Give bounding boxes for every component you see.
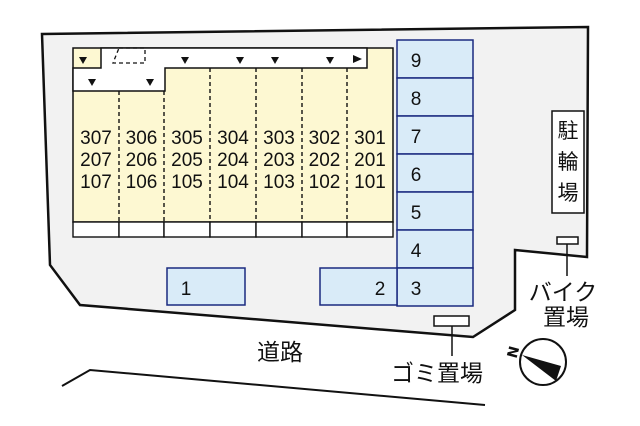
motorbike-parking-label-2: 置場 [543,305,589,331]
parking-space: 3 [396,267,474,307]
unit-number: 207 [80,150,112,171]
motorbike-parking-label: バイク [529,280,598,306]
north-compass-icon: N [505,338,567,386]
entrance-triangle-icon [326,57,334,64]
parking-space-label: 6 [411,165,422,186]
parking-lot-2-label: 2 [375,279,386,300]
entrance-triangle-icon [271,57,279,64]
parking-space: 7 [396,115,474,155]
parking-space-label: 5 [411,203,422,224]
bicycle-parking-label-2: 輪 [558,150,579,174]
entrance-triangle-icon [236,57,244,64]
unit-number: 307 [80,128,112,149]
unit-number: 107 [80,172,112,193]
unit-number: 303 [263,128,295,149]
parking-space: 6 [396,153,474,193]
parking-space: 4 [396,229,474,269]
parking-space: 8 [396,77,474,117]
unit-number: 205 [171,150,203,171]
parking-lot-1: 1 [166,267,246,306]
bicycle-parking-label-1: 駐 [558,119,579,143]
parking-lot-1-label: 1 [181,279,192,300]
unit-number: 104 [217,172,249,193]
north-label: N [505,345,523,360]
unit-number: 302 [309,128,341,149]
balcony-cell [118,221,165,238]
balcony-cell [346,221,394,238]
garbage-area: ゴミ置場 [391,315,483,387]
unit-number: 106 [126,172,158,193]
parking-space-label: 3 [411,279,422,300]
unit-number: 305 [171,128,203,149]
entrance-triangle-icon [88,79,96,86]
stair-dashed-box [112,47,146,64]
balcony-cell [72,221,120,238]
unit-number: 206 [126,150,158,171]
parking-lot-2: 2 [319,267,398,306]
unit-number: 201 [354,150,386,171]
unit-number: 301 [354,128,386,149]
entrance-triangle-icon [146,79,154,86]
entrance-triangle-icon [181,57,189,64]
unit-number: 102 [309,172,341,193]
apartment-building: 3072071073062061063052051053042041043032… [72,47,394,238]
parking-space-label: 8 [411,89,422,110]
parking-space-label: 9 [411,51,422,72]
bicycle-parking-label-3: 場 [558,181,579,205]
balcony-cell [255,221,303,238]
unit-number: 202 [309,150,341,171]
balcony-cell [209,221,257,238]
road-edge [61,368,486,406]
unit-number: 306 [126,128,158,149]
bicycle-parking: 駐 輪 場 [551,110,585,214]
road-label: 道路 [257,340,303,366]
parking-space-label: 7 [411,127,422,148]
parking-space: 5 [396,191,474,231]
unit-number: 105 [171,172,203,193]
unit-number: 103 [263,172,295,193]
arrow-right-icon [353,55,362,63]
motorbike-parking: バイク 置場 [529,236,598,331]
parking-column: 9 8 7 6 5 4 3 [396,39,474,307]
balcony-cell [301,221,348,238]
unit-number: 203 [263,150,295,171]
unit-number: 304 [217,128,249,149]
entrance-triangle-icon [79,57,87,64]
parking-space: 9 [396,39,474,79]
balcony-cell [163,221,211,238]
parking-space-label: 4 [411,241,422,262]
unit-number: 101 [354,172,386,193]
corridor [72,47,368,92]
garbage-label: ゴミ置場 [391,361,483,387]
unit-number: 204 [217,150,249,171]
